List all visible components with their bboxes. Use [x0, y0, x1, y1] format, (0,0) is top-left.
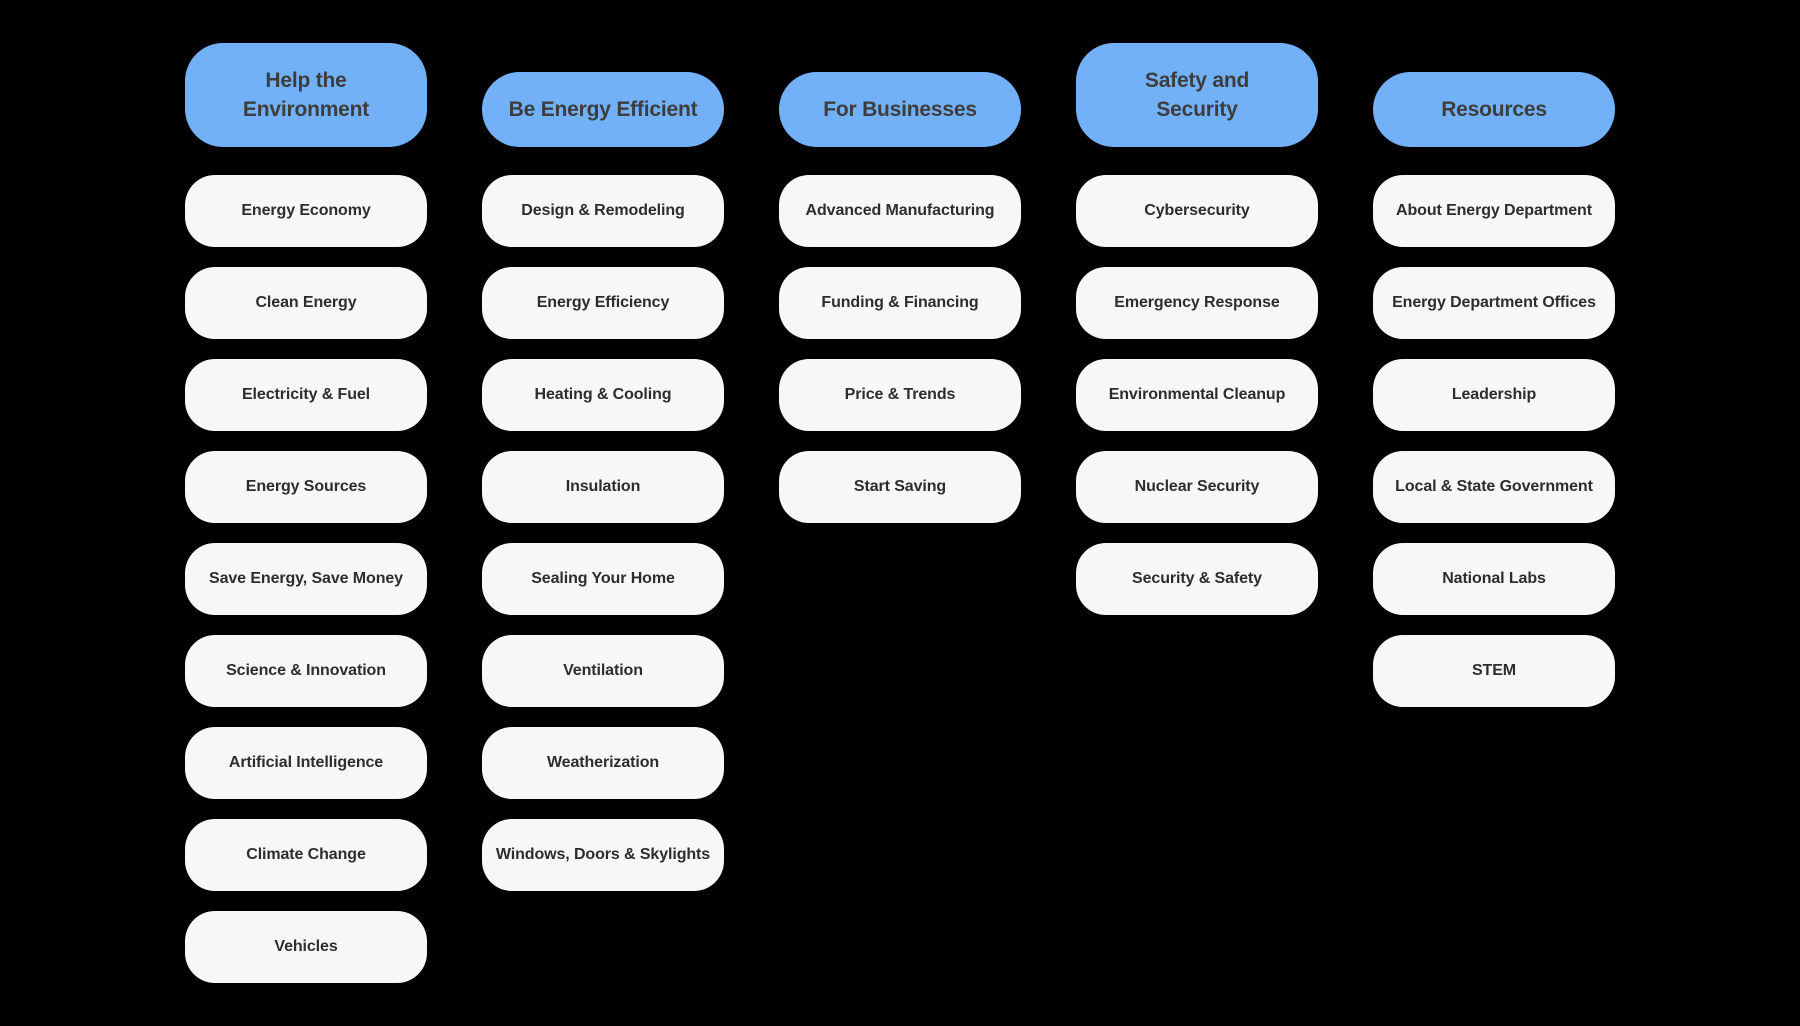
- menu-item-label: Ventilation: [563, 662, 643, 679]
- menu-item-price-and-trends[interactable]: Price & Trends: [779, 359, 1021, 431]
- menu-item-energy-economy[interactable]: Energy Economy: [185, 175, 427, 247]
- menu-item-label: Science & Innovation: [226, 662, 386, 679]
- header-slot: Be Energy Efficient: [482, 43, 724, 147]
- menu-item-emergency-response[interactable]: Emergency Response: [1076, 267, 1318, 339]
- menu-item-label: Vehicles: [274, 938, 338, 955]
- category-header-label: Resources: [1441, 98, 1547, 121]
- menu-item-label: Nuclear Security: [1134, 478, 1260, 495]
- menu-item-energy-sources[interactable]: Energy Sources: [185, 451, 427, 523]
- menu-item-label: Insulation: [565, 478, 641, 495]
- category-header-label: For Businesses: [823, 98, 977, 121]
- category-header-label: Safety and Security: [1144, 69, 1250, 121]
- menu-item-national-labs[interactable]: National Labs: [1373, 543, 1615, 615]
- menu-item-security-and-safety[interactable]: Security & Safety: [1076, 543, 1318, 615]
- header-slot: For Businesses: [779, 43, 1021, 147]
- menu-item-label: About Energy Department: [1396, 202, 1592, 219]
- menu-item-cybersecurity[interactable]: Cybersecurity: [1076, 175, 1318, 247]
- menu-item-weatherization[interactable]: Weatherization: [482, 727, 724, 799]
- category-header-for-businesses[interactable]: For Businesses: [779, 72, 1021, 147]
- menu-item-label: Artificial Intelligence: [228, 754, 384, 771]
- menu-item-label: Energy Department Offices: [1392, 294, 1596, 311]
- menu-item-clean-energy[interactable]: Clean Energy: [185, 267, 427, 339]
- menu-item-energy-department-offices[interactable]: Energy Department Offices: [1373, 267, 1615, 339]
- menu-item-label: Electricity & Fuel: [241, 386, 371, 403]
- menu-item-artificial-intelligence[interactable]: Artificial Intelligence: [185, 727, 427, 799]
- header-slot: Resources: [1373, 43, 1615, 147]
- category-header-help-the-environment[interactable]: Help the Environment: [185, 43, 427, 147]
- menu-item-label: Funding & Financing: [821, 294, 979, 311]
- menu-item-vehicles[interactable]: Vehicles: [185, 911, 427, 983]
- menu-item-label: Weatherization: [546, 754, 660, 771]
- menu-item-electricity-and-fuel[interactable]: Electricity & Fuel: [185, 359, 427, 431]
- menu-item-label: Environmental Cleanup: [1108, 386, 1286, 403]
- menu-item-label: Save Energy, Save Money: [209, 570, 403, 587]
- menu-item-label: Start Saving: [853, 478, 947, 495]
- menu-item-label: Design & Remodeling: [521, 202, 685, 219]
- menu-item-advanced-manufacturing[interactable]: Advanced Manufacturing: [779, 175, 1021, 247]
- menu-item-label: Energy Efficiency: [536, 294, 670, 311]
- menu-item-environmental-cleanup[interactable]: Environmental Cleanup: [1076, 359, 1318, 431]
- menu-item-label: Energy Economy: [241, 202, 371, 219]
- menu-item-label: Security & Safety: [1132, 570, 1262, 587]
- menu-item-heating-and-cooling[interactable]: Heating & Cooling: [482, 359, 724, 431]
- menu-item-label: Price & Trends: [844, 386, 956, 403]
- menu-item-label: STEM: [1471, 662, 1517, 679]
- menu-item-local-and-state-government[interactable]: Local & State Government: [1373, 451, 1615, 523]
- menu-item-label: Heating & Cooling: [534, 386, 672, 403]
- menu-item-stem[interactable]: STEM: [1373, 635, 1615, 707]
- menu-item-label: Emergency Response: [1114, 294, 1280, 311]
- menu-item-label: Sealing Your Home: [531, 570, 675, 587]
- menu-item-nuclear-security[interactable]: Nuclear Security: [1076, 451, 1318, 523]
- menu-item-leadership[interactable]: Leadership: [1373, 359, 1615, 431]
- menu-item-insulation[interactable]: Insulation: [482, 451, 724, 523]
- header-slot: Safety and Security: [1076, 43, 1318, 147]
- menu-item-label: Clean Energy: [255, 294, 357, 311]
- menu-item-climate-change[interactable]: Climate Change: [185, 819, 427, 891]
- category-header-label: Help the Environment: [242, 69, 370, 121]
- category-header-safety-and-security[interactable]: Safety and Security: [1076, 43, 1318, 147]
- menu-item-science-and-innovation[interactable]: Science & Innovation: [185, 635, 427, 707]
- category-header-be-energy-efficient[interactable]: Be Energy Efficient: [482, 72, 724, 147]
- menu-item-design-and-remodeling[interactable]: Design & Remodeling: [482, 175, 724, 247]
- category-header-resources[interactable]: Resources: [1373, 72, 1615, 147]
- menu-item-label: Windows, Doors & Skylights: [495, 846, 711, 863]
- menu-item-ventilation[interactable]: Ventilation: [482, 635, 724, 707]
- menu-item-label: Local & State Government: [1395, 478, 1593, 495]
- menu-item-label: Energy Sources: [245, 478, 367, 495]
- menu-item-sealing-your-home[interactable]: Sealing Your Home: [482, 543, 724, 615]
- menu-item-label: National Labs: [1442, 570, 1546, 587]
- menu-item-label: Leadership: [1451, 386, 1537, 403]
- menu-item-about-energy-department[interactable]: About Energy Department: [1373, 175, 1615, 247]
- header-slot: Help the Environment: [185, 43, 427, 147]
- category-header-label: Be Energy Efficient: [508, 98, 698, 121]
- menu-item-save-energy-save-money[interactable]: Save Energy, Save Money: [185, 543, 427, 615]
- menu-item-energy-efficiency[interactable]: Energy Efficiency: [482, 267, 724, 339]
- menu-item-label: Climate Change: [246, 846, 366, 863]
- menu-item-windows-doors-and-skylights[interactable]: Windows, Doors & Skylights: [482, 819, 724, 891]
- menu-item-start-saving[interactable]: Start Saving: [779, 451, 1021, 523]
- menu-item-funding-and-financing[interactable]: Funding & Financing: [779, 267, 1021, 339]
- menu-item-label: Advanced Manufacturing: [805, 202, 995, 219]
- menu-item-label: Cybersecurity: [1144, 202, 1250, 219]
